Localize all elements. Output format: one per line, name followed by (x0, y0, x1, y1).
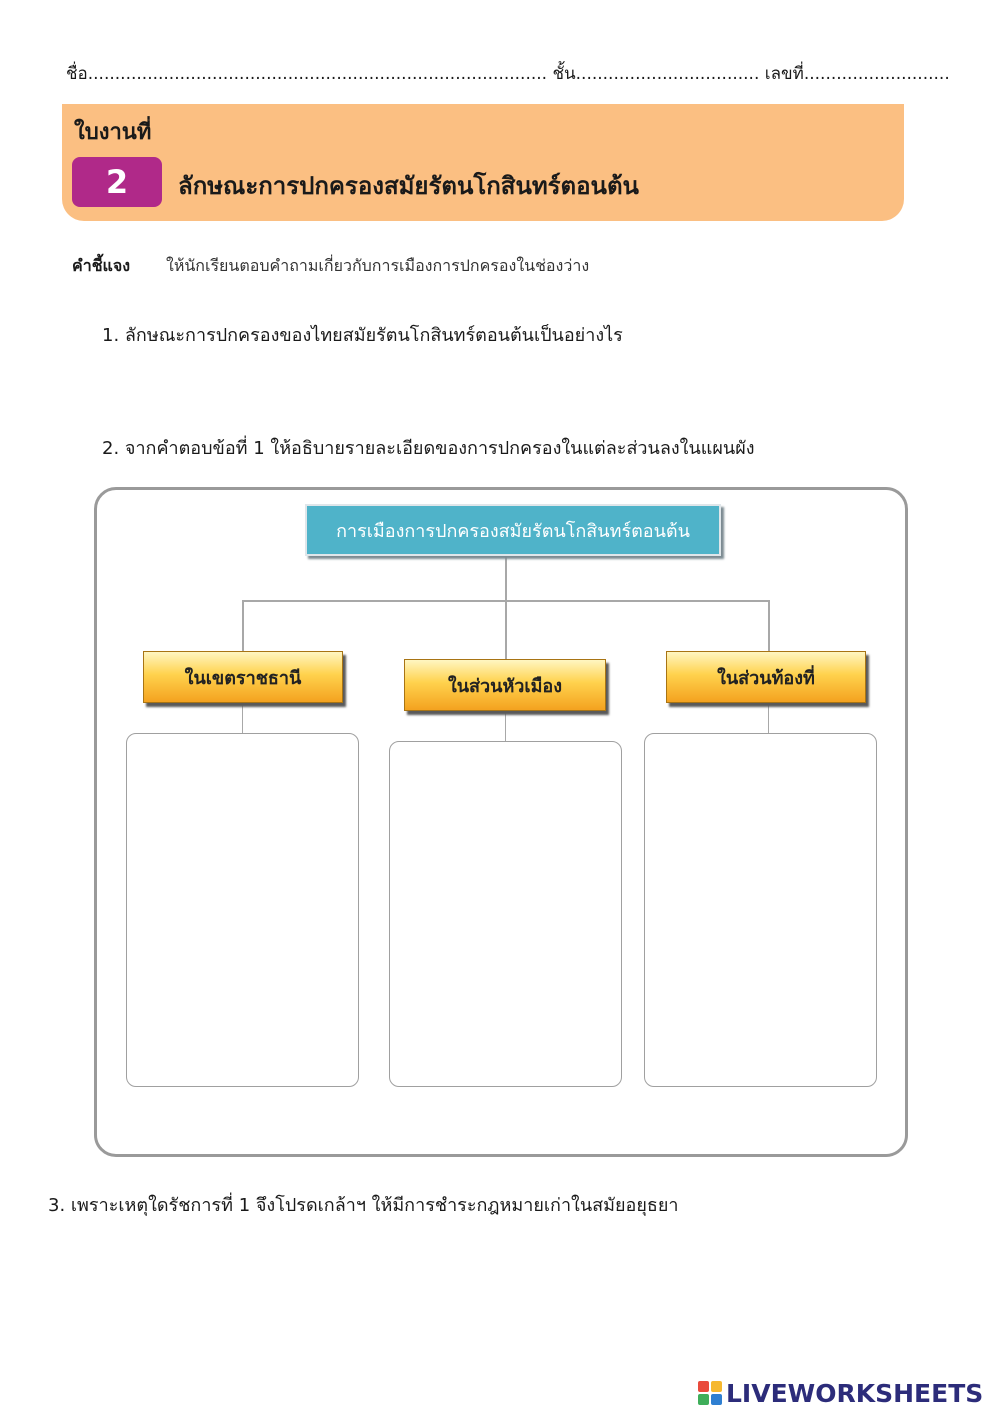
diagram-frame (94, 487, 908, 1157)
connector-root-vertical (505, 556, 507, 659)
student-info-line: ชื่อ....................................… (66, 64, 950, 84)
answer-box-local[interactable] (644, 733, 877, 1087)
connector-left-answer (242, 704, 243, 733)
question-2: 2. จากคำตอบข้อที่ 1 ให้อธิบายรายละเอียดข… (102, 438, 755, 459)
connector-right-answer (768, 704, 769, 733)
branch-provinces-box: ในส่วนหัวเมือง (404, 659, 606, 711)
connector-right-down (768, 600, 770, 652)
diagram-root-box: การเมืองการปกครองสมัยรัตนโกสินทร์ตอนต้น (305, 504, 721, 556)
branch-capital-box: ในเขตราชธานี (143, 651, 343, 703)
logo-icon (698, 1381, 722, 1405)
connector-horizontal (242, 600, 770, 602)
worksheet-label: ใบงานที่ (74, 120, 152, 145)
connector-middle-answer (505, 712, 506, 741)
question-1: 1. ลักษณะการปกครองของไทยสมัยรัตนโกสินทร์… (102, 325, 623, 346)
branch-local-box: ในส่วนท้องที่ (666, 651, 866, 703)
liveworksheets-logo: LIVEWORKSHEETS (698, 1378, 983, 1408)
instruction-text: ให้นักเรียนตอบคำถามเกี่ยวกับการเมืองการป… (166, 256, 590, 275)
question-3: 3. เพราะเหตุใดรัชการที่ 1 จึงโปรดเกล้าฯ … (48, 1195, 679, 1216)
connector-left-down (242, 600, 244, 652)
instruction-label: คำชี้แจง (72, 256, 131, 275)
answer-box-capital[interactable] (126, 733, 359, 1087)
logo-text: LIVEWORKSHEETS (726, 1378, 984, 1408)
worksheet-number: 2 (72, 157, 162, 207)
answer-box-provinces[interactable] (389, 741, 622, 1087)
worksheet-banner (62, 104, 904, 221)
worksheet-title: ลักษณะการปกครองสมัยรัตนโกสินทร์ตอนต้น (178, 172, 639, 200)
